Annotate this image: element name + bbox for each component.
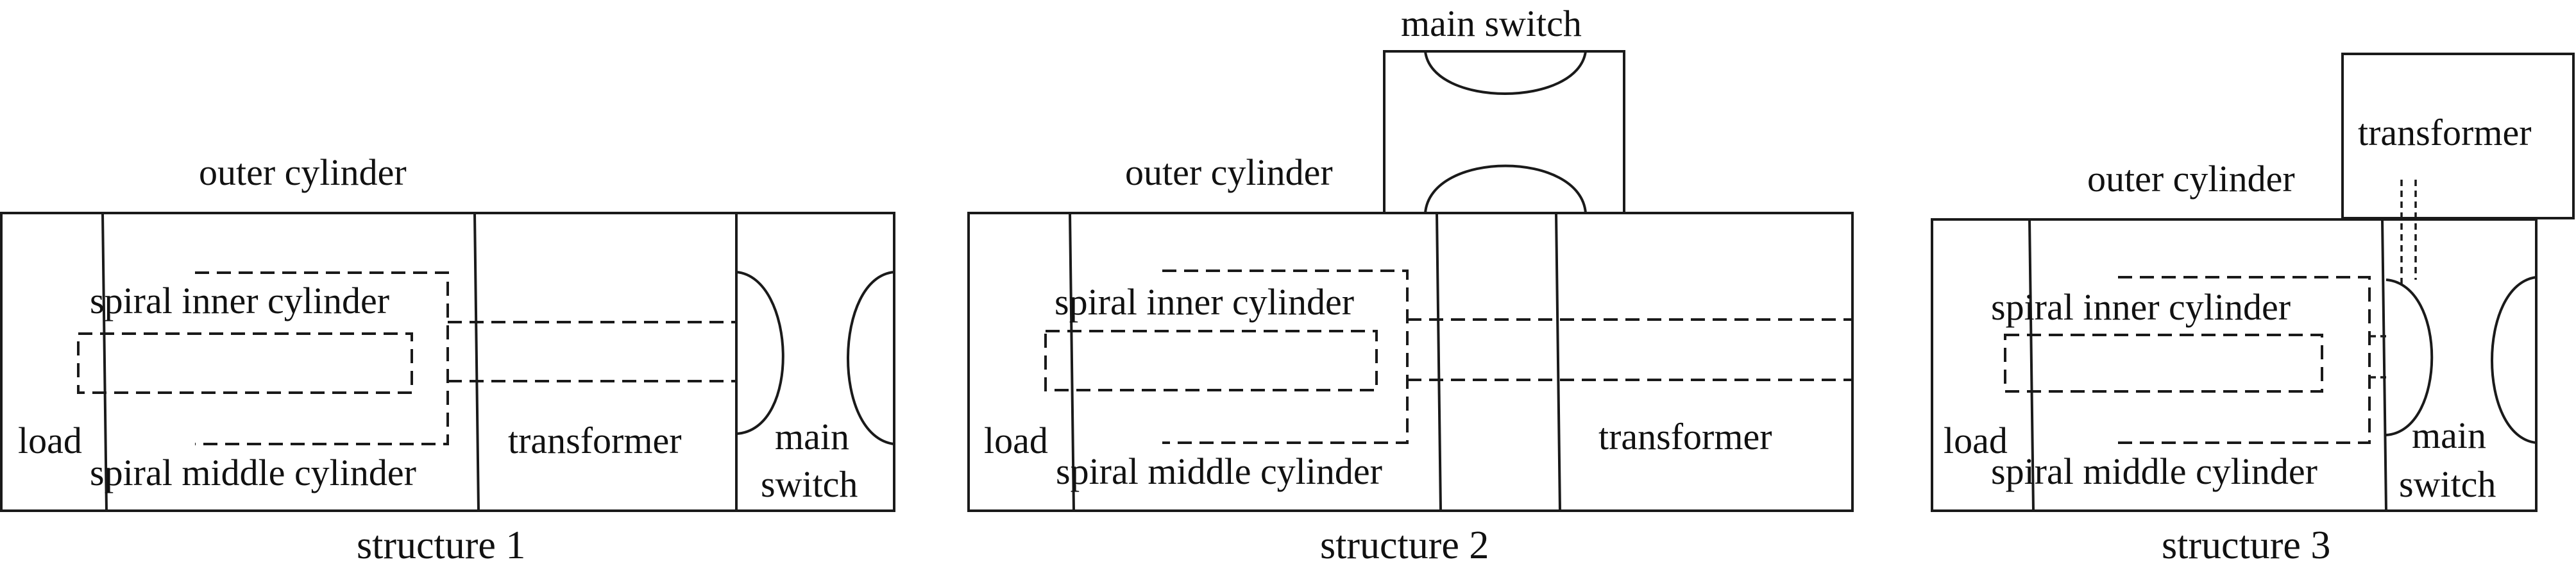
s2-main-switch-label: main switch	[1401, 3, 1582, 44]
s2-switch-divider-left	[1436, 212, 1442, 511]
s3-main-switch-label-line1: main	[2412, 415, 2486, 456]
s3-switch-electrode-right	[2491, 276, 2537, 444]
s2-switch-electrode-bottom	[1424, 164, 1587, 214]
s3-caption: structure 3	[2162, 524, 2330, 567]
s1-caption: structure 1	[357, 524, 525, 567]
structure-2: main switch outer cylinder spiral inner …	[967, 3, 1854, 567]
s1-outer-cylinder-box	[0, 212, 895, 512]
s1-spiral-middle-cylinder	[195, 271, 449, 445]
s1-spiral-inner-cylinder	[77, 332, 413, 394]
s3-transformer-label: transformer	[2358, 112, 2532, 153]
s2-spiral-inner-cylinder-label: spiral inner cylinder	[1055, 281, 1354, 323]
s1-load-label: load	[18, 420, 82, 461]
s1-switch-electrode-left	[736, 271, 784, 435]
s1-switch-electrode-right	[847, 271, 895, 445]
s3-transformer-box	[2341, 53, 2575, 219]
s2-main-switch-box	[1383, 50, 1625, 214]
s3-switch-electrode-left	[2385, 278, 2434, 436]
s2-spiral-middle-cylinder-label: spiral middle cylinder	[1056, 450, 1382, 492]
s3-load-divider	[2028, 219, 2035, 511]
s3-spiral-middle-cylinder	[2118, 276, 2371, 444]
s1-spiral-inner-cylinder-label: spiral inner cylinder	[90, 280, 389, 321]
s2-spiral-middle-cylinder	[1162, 269, 1409, 444]
s3-spiral-middle-cylinder-label: spiral middle cylinder	[1991, 450, 2318, 492]
s1-outer-cylinder-label: outer cylinder	[199, 151, 407, 193]
s2-load-label: load	[984, 420, 1048, 461]
s1-load-divider	[101, 212, 108, 511]
s1-spiral-middle-cylinder-label: spiral middle cylinder	[90, 452, 416, 493]
structure-1: outer cylinder spiral inner cylinder spi…	[0, 151, 895, 567]
s1-main-switch-label-line1: main	[775, 416, 849, 458]
s3-outer-cylinder-box	[1931, 218, 2538, 512]
s2-spiral-inner-cylinder	[1044, 330, 1378, 391]
s3-switch-divider	[2381, 219, 2387, 511]
s1-transformer-divider	[473, 212, 480, 511]
s2-load-divider	[1069, 212, 1075, 511]
s2-transformer-label: transformer	[1598, 416, 1772, 458]
s2-switch-electrode-top	[1424, 51, 1587, 95]
s2-caption: structure 2	[1320, 524, 1489, 567]
structure-3: transformer outer cylinder spiral inner …	[1931, 53, 2575, 567]
s2-switch-divider-right	[1555, 212, 1561, 511]
s1-transformer-label: transformer	[508, 420, 682, 461]
s3-outer-cylinder-label: outer cylinder	[2087, 158, 2295, 200]
s3-spiral-inner-cylinder	[2004, 334, 2323, 393]
s3-load-label: load	[1944, 420, 2008, 461]
s1-main-switch-label-line2: switch	[761, 463, 858, 505]
s3-main-switch-label-line2: switch	[2399, 463, 2496, 505]
s2-outer-cylinder-label: outer cylinder	[1125, 151, 1333, 193]
s3-spiral-inner-cylinder-label: spiral inner cylinder	[1991, 286, 2291, 328]
